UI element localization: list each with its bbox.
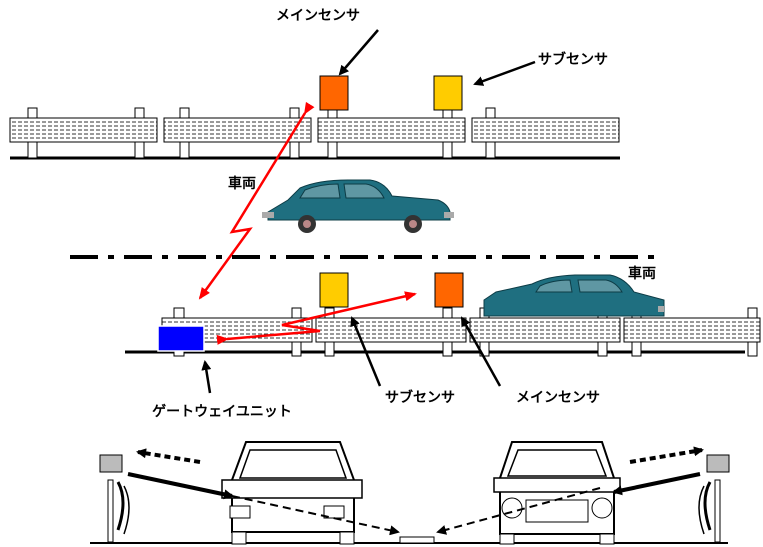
gateway-unit [157, 325, 205, 352]
front-view [90, 441, 730, 545]
label-main-sensor-top: メインセンサ [276, 8, 360, 24]
sub-sensor-top [433, 75, 463, 111]
label-sub-sensor-bottom: サブセンサ [385, 389, 455, 406]
car-top [262, 179, 454, 233]
label-vehicle-top: 車両 [228, 175, 256, 192]
signal-link-middle [216, 291, 417, 345]
sub-sensor-bottom [319, 272, 349, 308]
middle-guardrail [125, 307, 761, 357]
main-sensor-bottom [434, 272, 464, 308]
top-guardrail [9, 107, 620, 160]
label-gateway-unit: ゲートウェイユニット [152, 403, 292, 420]
signal-link-top [198, 101, 315, 300]
label-sub-sensor-top: サブセンサ [538, 51, 608, 68]
car-right [483, 274, 665, 317]
label-vehicle-right: 車両 [628, 265, 656, 282]
main-sensor-top [319, 75, 349, 111]
label-main-sensor-bottom: メインセンサ [516, 390, 600, 406]
